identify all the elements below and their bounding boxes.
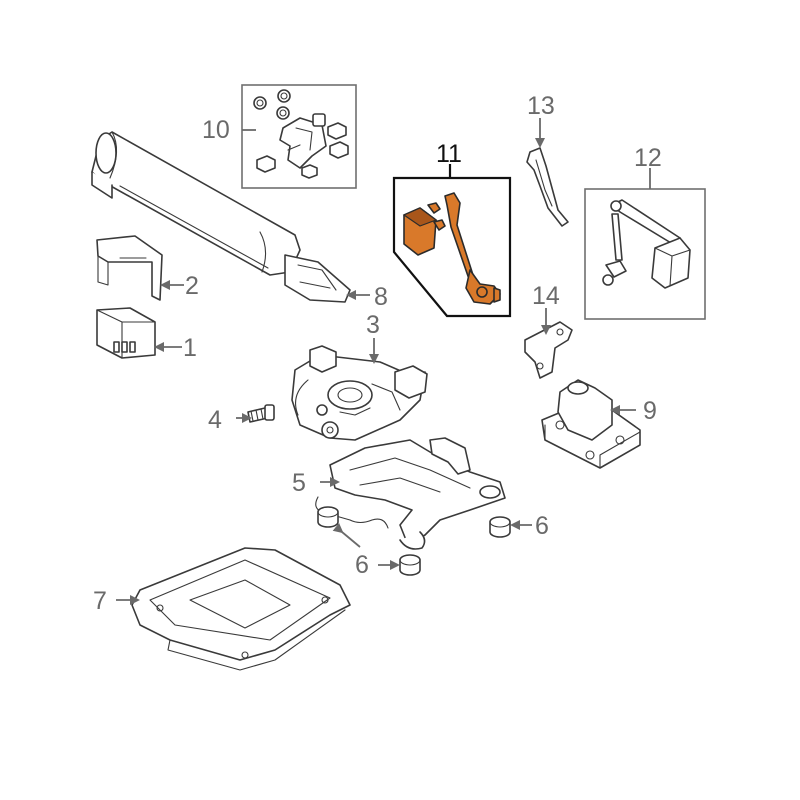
part-4-bolt[interactable] bbox=[247, 404, 275, 423]
part-11-frame bbox=[392, 176, 512, 318]
part-8-air-reservoir[interactable] bbox=[91, 131, 351, 303]
part-3-compressor[interactable] bbox=[291, 345, 428, 441]
callout-8: 8 bbox=[374, 283, 388, 311]
callout-13: 13 bbox=[527, 92, 555, 120]
callout-1: 1 bbox=[183, 334, 197, 362]
part-13-bracket[interactable] bbox=[526, 147, 569, 227]
callout-9: 9 bbox=[643, 397, 657, 425]
part-14-bracket[interactable] bbox=[524, 321, 573, 379]
callout-6-bottom: 6 bbox=[355, 551, 369, 579]
part-7-under-shield[interactable] bbox=[131, 547, 351, 671]
part-2-cover[interactable] bbox=[96, 235, 163, 301]
callout-10: 10 bbox=[202, 116, 230, 144]
callout-5: 5 bbox=[292, 469, 306, 497]
part-5-mounting-bracket[interactable] bbox=[315, 437, 506, 550]
part-10-hardware-kit[interactable] bbox=[241, 84, 357, 189]
part-6-isolator[interactable] bbox=[317, 506, 511, 576]
callout-labels: 10 2 1 3 4 5 6 6 7 8 9 11 12 13 14 bbox=[93, 92, 662, 615]
leader-lines bbox=[116, 118, 651, 605]
callout-14: 14 bbox=[532, 282, 560, 310]
part-12-frame bbox=[584, 188, 706, 320]
part-10-frame bbox=[241, 84, 357, 189]
callout-3: 3 bbox=[366, 311, 380, 339]
callout-4: 4 bbox=[208, 406, 222, 434]
part-11-level-sensor[interactable] bbox=[392, 176, 512, 318]
callout-12: 12 bbox=[634, 144, 662, 172]
callout-2: 2 bbox=[185, 272, 199, 300]
part-1-control-module[interactable] bbox=[96, 307, 156, 359]
callout-7: 7 bbox=[93, 587, 107, 615]
part-9-sensor-base[interactable] bbox=[541, 379, 641, 469]
part-12-sensor-assembly[interactable] bbox=[584, 188, 706, 320]
callout-11: 11 bbox=[436, 140, 462, 168]
callout-6-right: 6 bbox=[535, 512, 549, 540]
